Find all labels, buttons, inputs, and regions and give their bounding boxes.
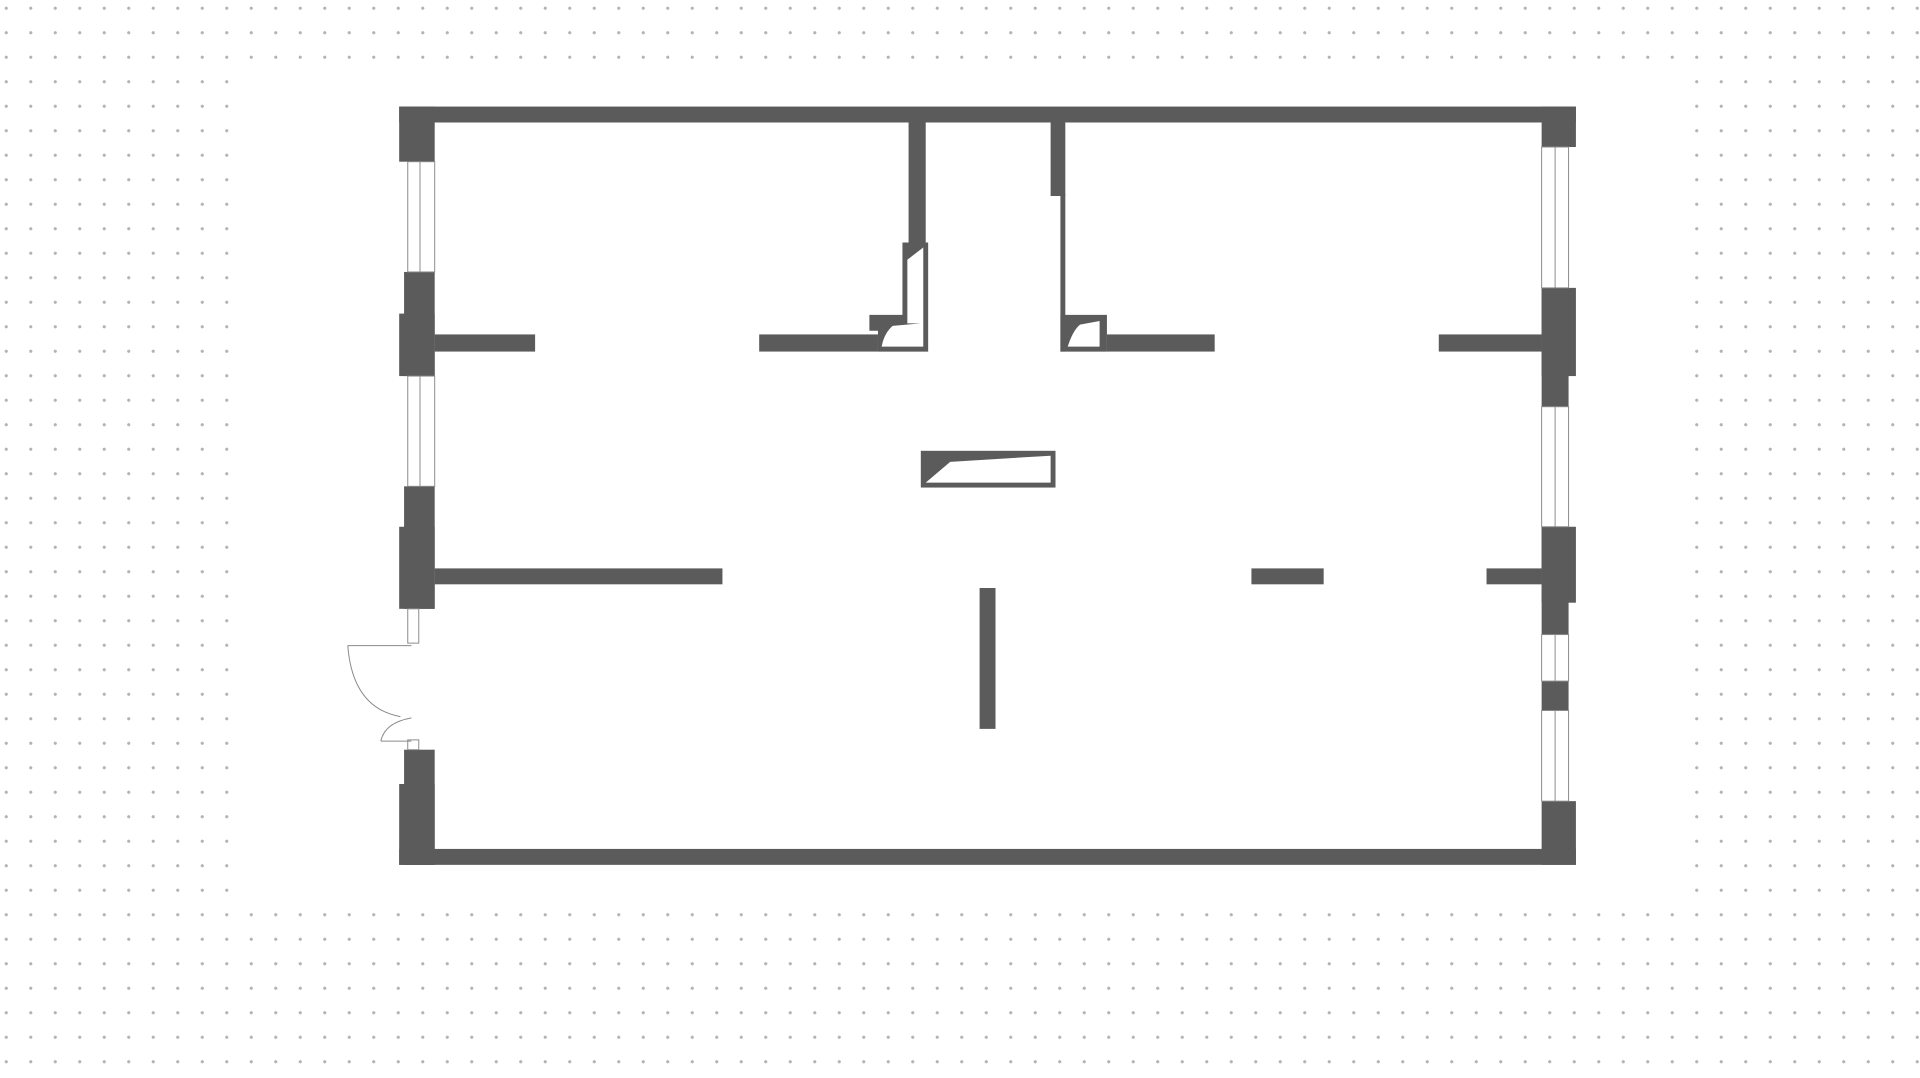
- interior-wall: [979, 588, 996, 729]
- window: [407, 375, 436, 487]
- right-pier: [1541, 801, 1576, 865]
- outer-walls: [399, 106, 1576, 865]
- interior-wall: [1050, 122, 1066, 196]
- interior-wall: [434, 334, 536, 352]
- corner-top-right: [1541, 106, 1576, 147]
- plan-area: [233, 76, 1690, 906]
- interior-walls: [434, 122, 1542, 729]
- window: [407, 608, 420, 644]
- left-pier: [399, 526, 435, 609]
- bottom-wall: [399, 848, 1576, 865]
- interior-wall: [1106, 334, 1215, 352]
- interior-wall: [1251, 568, 1324, 585]
- left-pier: [399, 313, 435, 377]
- window: [407, 739, 420, 751]
- left-pier: [399, 784, 435, 865]
- interior-wall: [1486, 568, 1542, 585]
- interior-wall: [759, 334, 878, 352]
- entrance-door: [347, 645, 412, 742]
- right-pier: [1541, 681, 1569, 711]
- interior-wall: [1438, 334, 1542, 352]
- window: [407, 161, 436, 273]
- interior-wall: [1060, 193, 1066, 352]
- interior-wall: [434, 568, 723, 585]
- right-pier: [1541, 287, 1569, 407]
- central-column: [920, 450, 1056, 488]
- corner-top-left: [399, 106, 435, 162]
- right-pier: [1541, 526, 1569, 635]
- top-wall: [399, 106, 1576, 123]
- interior-wall: [908, 122, 926, 245]
